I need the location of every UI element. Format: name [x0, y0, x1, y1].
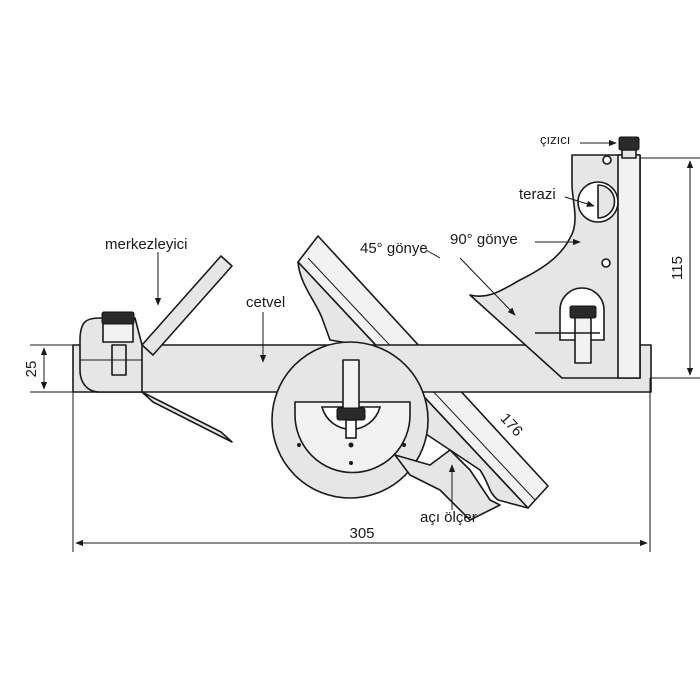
protractor-lock-knob-icon — [336, 407, 366, 421]
dimension-25: 25 — [23, 344, 80, 393]
label-45-square: 45° gönye — [360, 240, 428, 257]
dimension-25-label: 25 — [23, 361, 40, 378]
scriber-knob-icon — [618, 136, 640, 151]
square-head-90-degree — [469, 136, 641, 379]
label-rule: cetvel — [246, 294, 285, 311]
dimension-115: 115 — [640, 157, 700, 379]
label-center-head: merkezleyici — [105, 236, 188, 253]
center-head — [79, 255, 233, 443]
dimension-305-label: 305 — [349, 525, 374, 542]
label-scriber: çızıcı — [540, 132, 570, 147]
dimension-305: 305 — [72, 378, 651, 552]
center-head-lock-knob-icon — [101, 311, 135, 325]
callout-leaders — [154, 139, 617, 510]
label-protractor: açı ölçer — [420, 509, 477, 526]
dimension-115-label: 115 — [669, 256, 686, 280]
label-90-square: 90° gönye — [450, 231, 518, 248]
protractor-head — [271, 341, 501, 521]
square-lock-knob-icon — [569, 305, 597, 319]
label-level: terazi — [519, 186, 556, 203]
